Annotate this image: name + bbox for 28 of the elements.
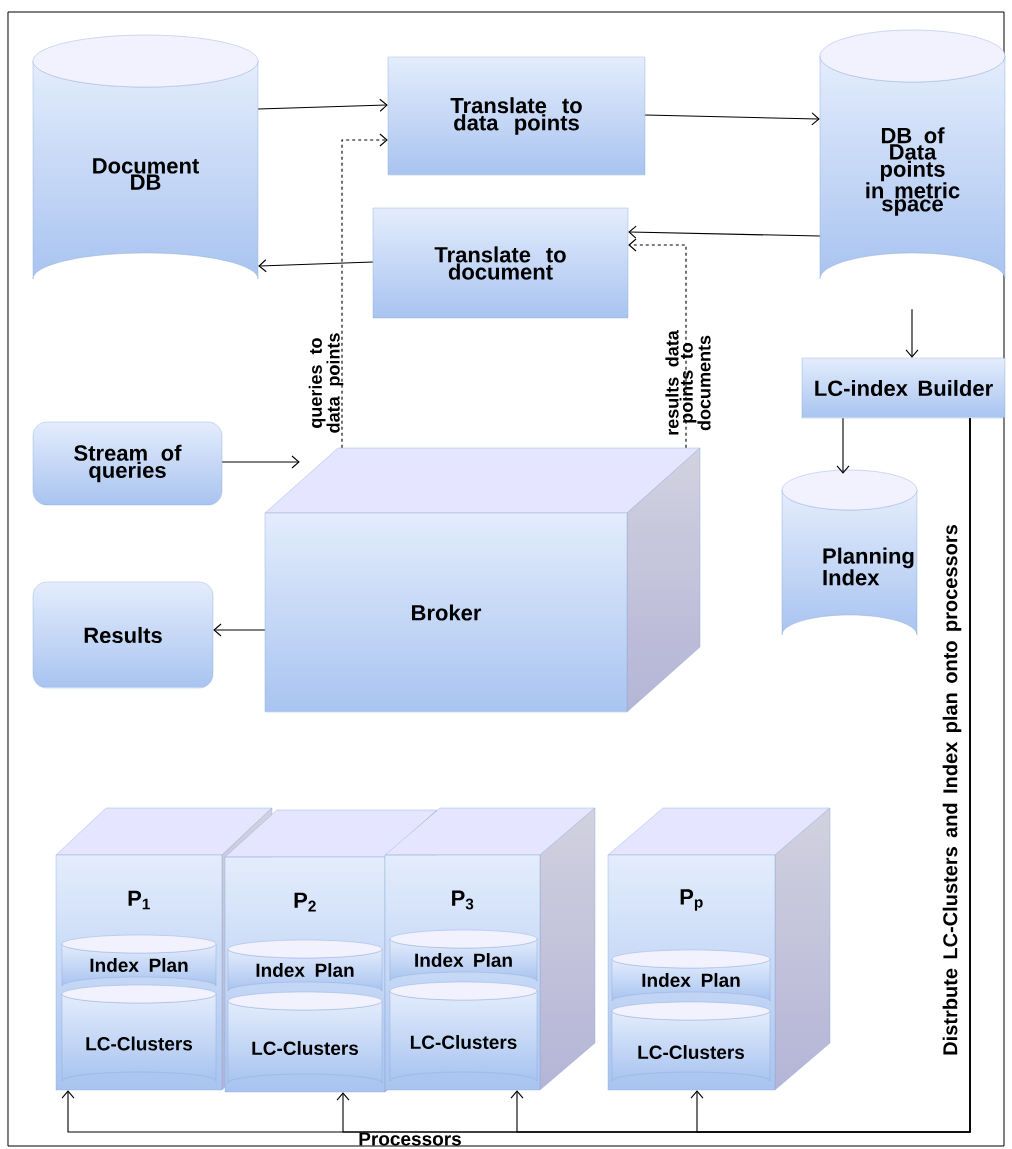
database-cylinder: Planning Index [781, 469, 918, 636]
arrow [690, 417, 971, 1133]
arrow [905, 308, 919, 358]
process-box: LC-index Builder [801, 357, 1006, 419]
process-box: Translate to data points [387, 56, 646, 176]
database-cylinder: LC-Clusters [389, 981, 538, 1082]
database-cylinder: LC-Clusters [227, 991, 383, 1084]
database-cylinder: LC-Clusters [611, 1001, 771, 1082]
cube-box: Broker [264, 447, 701, 713]
arrow [644, 112, 820, 126]
database-cylinder: Document DB [32, 34, 259, 280]
edge-label: queries to data points [308, 333, 344, 433]
arrow [257, 98, 388, 112]
rounded-box: Stream of queries [32, 421, 223, 506]
arrow [221, 455, 300, 469]
database-cylinder: LC-Clusters [61, 984, 217, 1082]
database-cylinder: DB of Data points in metric space [819, 29, 1006, 280]
edge-label: results data points to documents [665, 330, 711, 435]
arrow [628, 225, 821, 239]
edge-label: Distrbute LC-Clusters and Index plan onto processors [942, 525, 962, 1055]
arrow [836, 417, 850, 474]
process-box: Translate to document [372, 207, 629, 319]
arrow [628, 238, 687, 449]
rounded-box: Results [32, 581, 214, 689]
arrow [341, 133, 388, 449]
arrow [213, 623, 266, 637]
arrow [258, 259, 374, 273]
axis-label: Processors [359, 1132, 461, 1146]
